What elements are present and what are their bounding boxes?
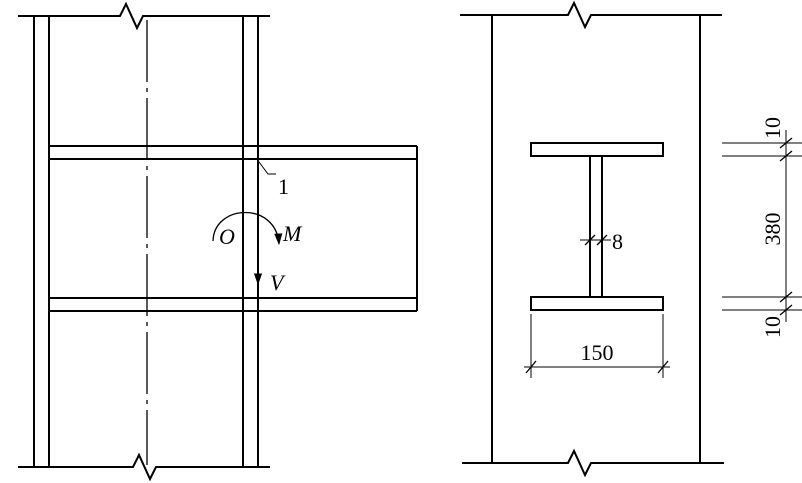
vertical-dim-tick-2 — [779, 150, 793, 162]
shear-label-v: V — [270, 270, 286, 295]
point-label-o: O — [219, 224, 235, 249]
left-elevation-view: 1 O M V — [18, 1, 418, 482]
column-bottom-break-line — [18, 452, 270, 482]
i-beam-bottom-flange — [530, 296, 664, 311]
vertical-dim-tick-3 — [779, 291, 793, 303]
section-top-break-line — [460, 0, 722, 30]
right-section-view: 8 150 10 380 10 — [460, 0, 802, 478]
web-thickness-tick-right — [596, 234, 608, 246]
vertical-dim-tick-4 — [779, 304, 793, 316]
web-thickness-tick-left — [584, 234, 596, 246]
section-bottom-break-line — [462, 448, 724, 478]
moment-label-m: M — [282, 221, 303, 246]
flange-width-label: 150 — [581, 340, 614, 365]
column-top-break-line — [18, 1, 270, 31]
flange-width-tick-left — [525, 360, 537, 374]
callout-label-1: 1 — [278, 174, 289, 199]
moment-arrow — [212, 211, 283, 246]
i-beam-web — [589, 155, 603, 298]
web-thickness-label: 8 — [612, 229, 623, 254]
i-beam-top-flange — [530, 142, 664, 157]
flange-width-tick-right — [657, 360, 669, 374]
vertical-dim-tick-1 — [779, 137, 793, 149]
top-flange-thickness-label: 10 — [760, 117, 785, 139]
bottom-flange-thickness-label: 10 — [760, 316, 785, 338]
web-height-label: 380 — [760, 213, 785, 246]
callout-leader-1 — [255, 157, 276, 175]
